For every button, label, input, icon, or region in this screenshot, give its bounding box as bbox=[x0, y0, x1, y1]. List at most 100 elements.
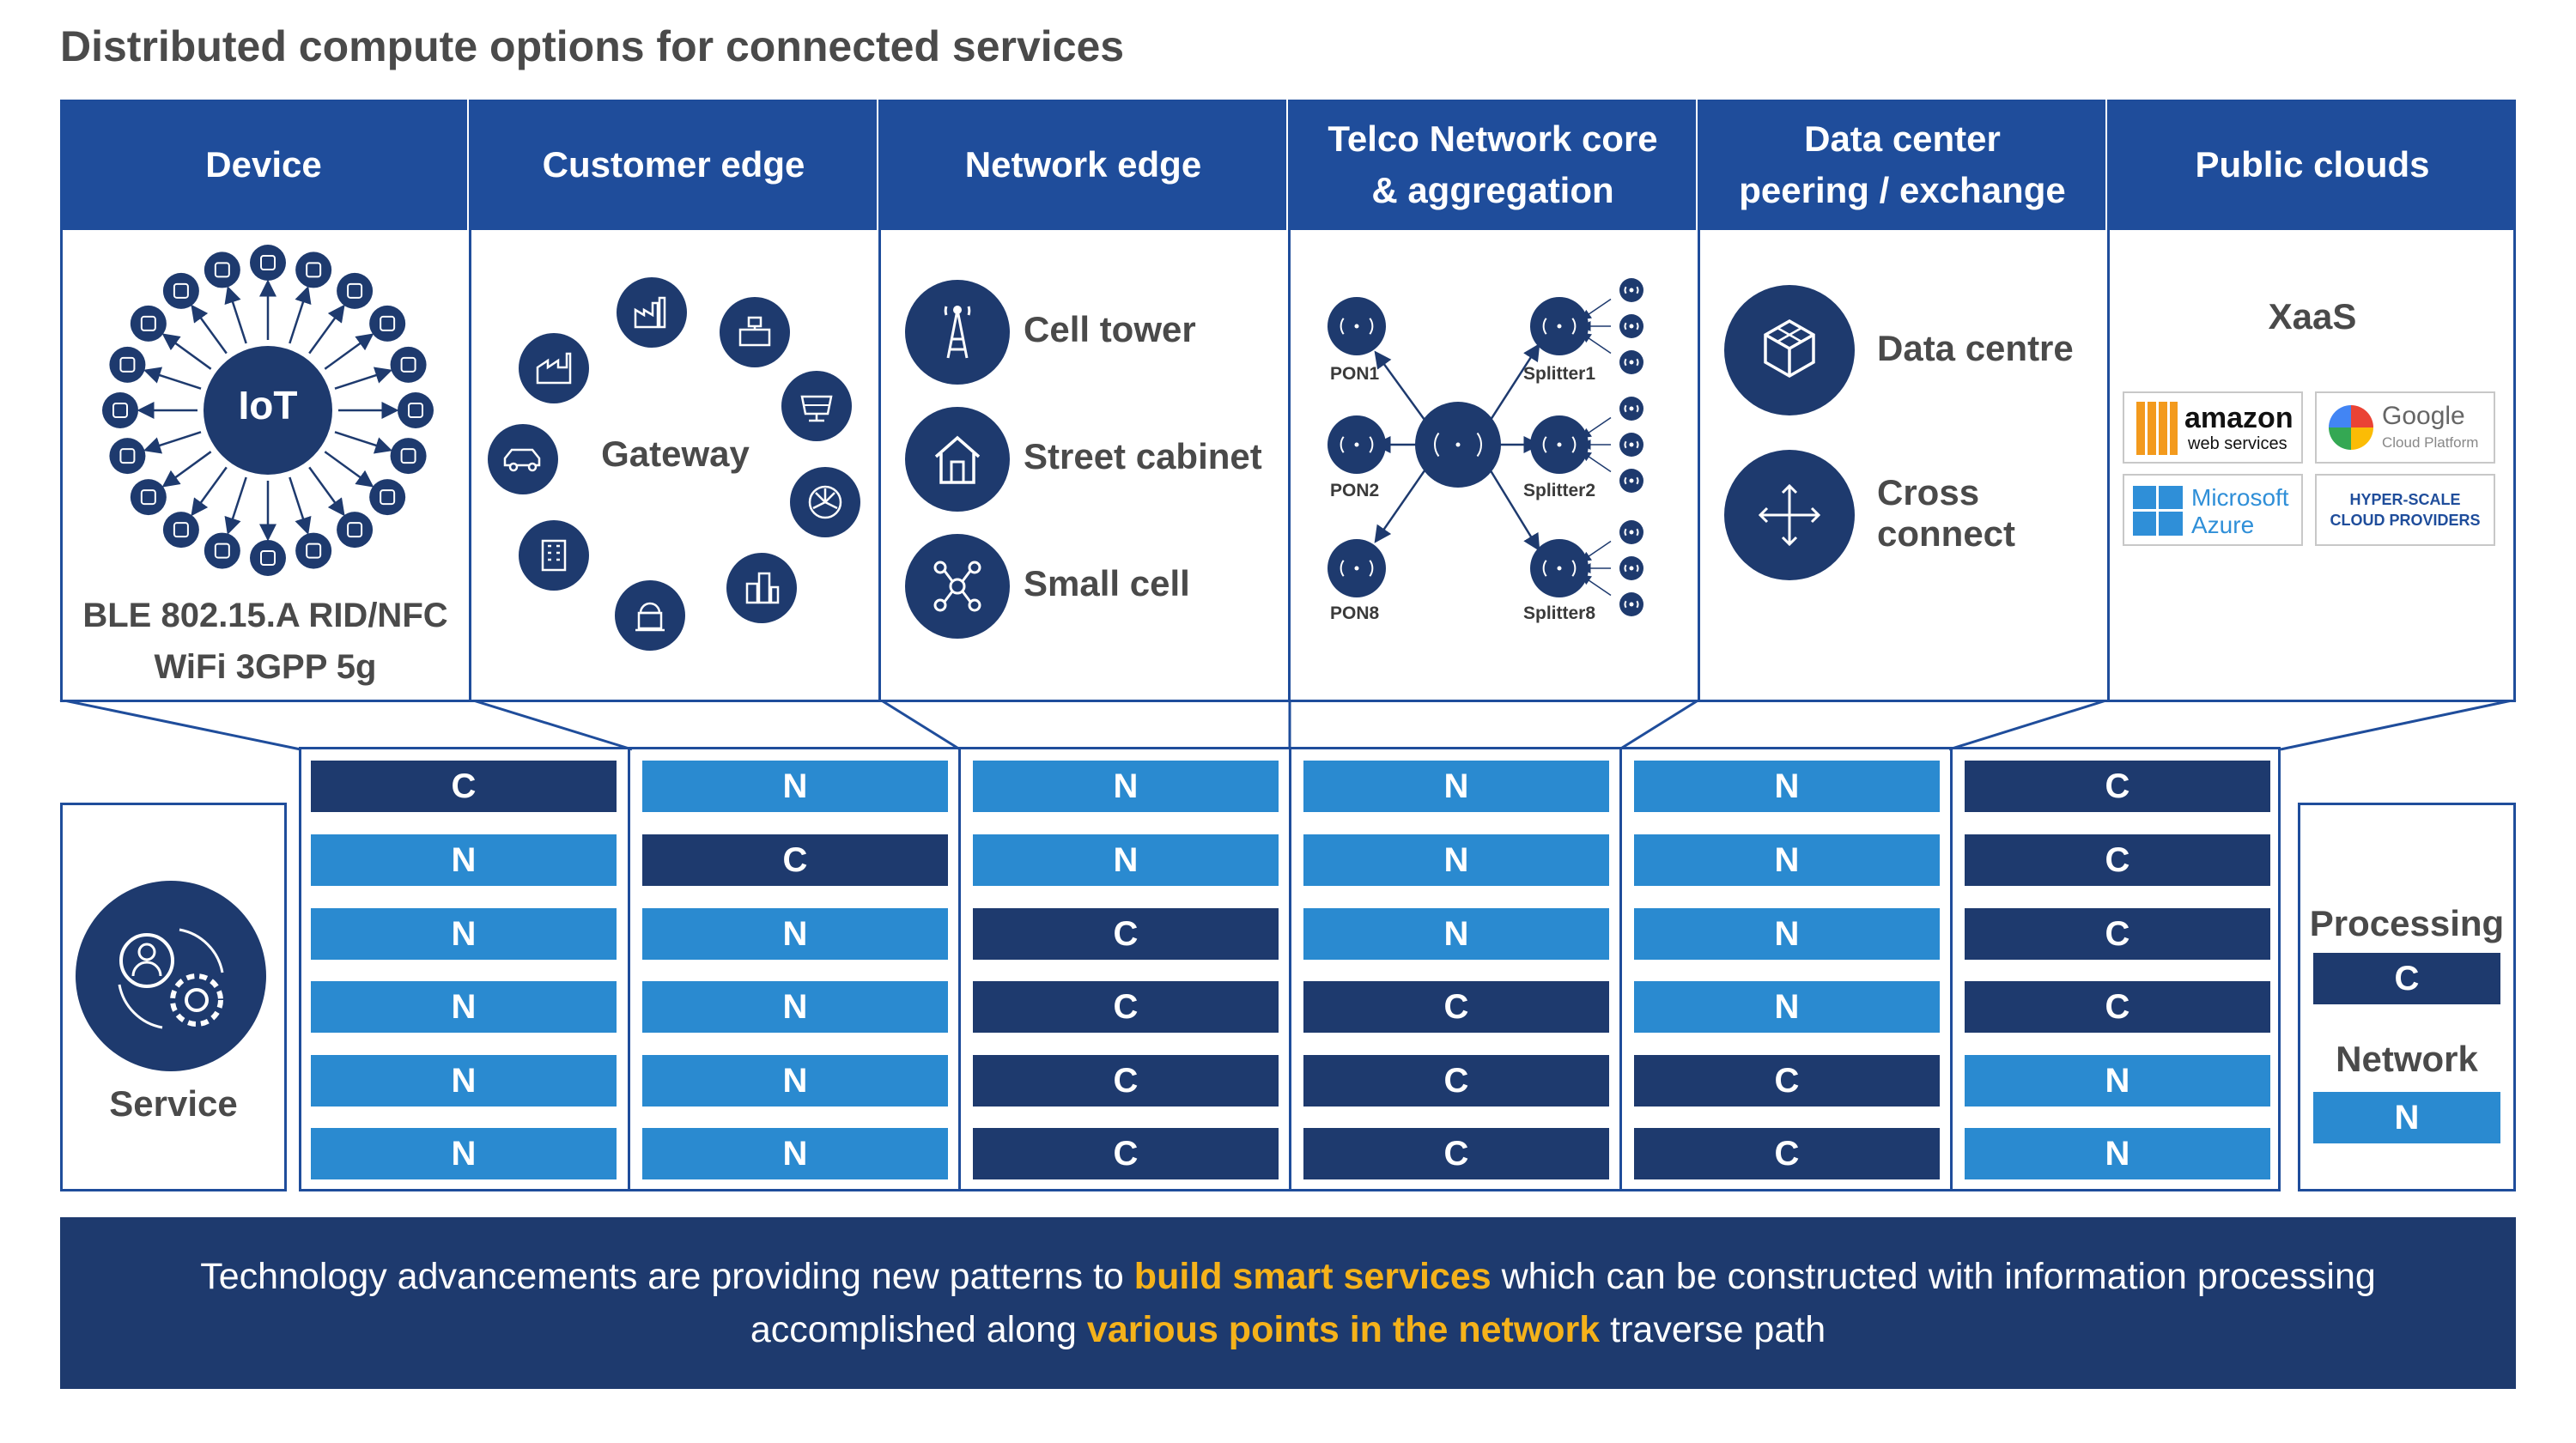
grid-cell-r2-c4: N bbox=[1303, 834, 1609, 886]
iot-link-arrow bbox=[289, 476, 312, 536]
signal-icon bbox=[1542, 436, 1577, 453]
iot-device-icon bbox=[295, 252, 332, 288]
iot-device-icon bbox=[102, 392, 138, 428]
pon-label: PON2 bbox=[1330, 481, 1380, 500]
factory-icon bbox=[617, 277, 687, 348]
iot-device-icon bbox=[109, 438, 146, 475]
office-building-icon bbox=[519, 520, 589, 591]
grid-cell-r1-c4: N bbox=[1303, 761, 1609, 812]
google-logo-subtext: Cloud Platform bbox=[2382, 434, 2479, 451]
iot-link-arrow bbox=[289, 285, 312, 344]
iot-device-icon bbox=[162, 272, 199, 309]
iot-device-glyph bbox=[140, 489, 156, 506]
signal-dot bbox=[1354, 442, 1359, 447]
divider bbox=[1698, 100, 1700, 702]
grid-cell-r5-c3: C bbox=[973, 1055, 1279, 1107]
column-header-telco-core: Telco Network core & aggregation bbox=[1290, 100, 1699, 230]
grid-cell-r6-c3: C bbox=[973, 1128, 1279, 1179]
signal-icon bbox=[1624, 404, 1639, 413]
splitter-label: Splitter1 bbox=[1523, 364, 1596, 384]
iot-device-glyph bbox=[380, 315, 396, 331]
google-cloud-hex-icon bbox=[2329, 405, 2373, 450]
service-box bbox=[60, 803, 287, 1191]
link-arrow bbox=[1374, 458, 1434, 543]
signal-dot bbox=[1629, 360, 1634, 365]
signal-icon bbox=[1624, 564, 1639, 573]
summary-line-2: accomplished along various points in the… bbox=[750, 1303, 1826, 1356]
grid-cell-r2-c5: N bbox=[1634, 834, 1940, 886]
data-centre-icon bbox=[1724, 285, 1855, 415]
iot-link-arrow bbox=[324, 333, 374, 370]
iot-device-glyph bbox=[119, 448, 136, 464]
google-cloud-logo: Google Cloud Platform bbox=[2315, 391, 2495, 464]
grid-cell-r6-c2: N bbox=[642, 1128, 948, 1179]
signal-dot bbox=[1354, 566, 1359, 571]
iot-link-arrow bbox=[143, 431, 202, 454]
signal-dot bbox=[1629, 478, 1634, 483]
grid-cell-r5-c5: C bbox=[1634, 1055, 1940, 1107]
iot-device-icon bbox=[295, 532, 332, 569]
splitter-label: Splitter8 bbox=[1523, 603, 1596, 623]
iot-link-arrow bbox=[224, 476, 247, 536]
signal-icon bbox=[1340, 318, 1374, 335]
network-edge-item-2: Street cabinet bbox=[1024, 436, 1262, 476]
iot-device-glyph bbox=[306, 262, 322, 278]
signal-dot bbox=[1557, 324, 1562, 329]
airport-icon bbox=[720, 297, 790, 367]
grid-cell-r1-c1: C bbox=[311, 761, 617, 812]
grid-cell-r2-c3: N bbox=[973, 834, 1279, 886]
network-edge-item-3: Small cell bbox=[1024, 563, 1190, 603]
iot-device-icon bbox=[398, 392, 434, 428]
grid-cell-r5-c2: N bbox=[642, 1055, 948, 1107]
summary-text: Technology advancements are providing ne… bbox=[200, 1256, 1134, 1297]
iot-device-glyph bbox=[173, 282, 189, 299]
iot-device-icon bbox=[390, 346, 427, 383]
iot-device-icon bbox=[369, 479, 406, 516]
microsoft-azure-logo: Microsoft Azure bbox=[2123, 474, 2303, 546]
grid-cell-r3-c5: N bbox=[1634, 908, 1940, 960]
device-protocols-line1: BLE 802.15.A RID/NFC bbox=[82, 597, 448, 634]
iot-device-icon bbox=[130, 479, 167, 516]
page-title: Distributed compute options for connecte… bbox=[60, 22, 1125, 70]
divider bbox=[1288, 100, 1291, 702]
signal-icon bbox=[1624, 286, 1639, 294]
iot-hub-label: IoT bbox=[238, 383, 298, 427]
grid-cell-r4-c6: C bbox=[1965, 981, 2270, 1033]
signal-icon bbox=[1542, 318, 1577, 335]
service-icon bbox=[76, 881, 266, 1071]
column-header-datacenter: Data center peering / exchange bbox=[1699, 100, 2109, 230]
turbine-icon bbox=[790, 467, 860, 537]
iot-link-arrow bbox=[191, 466, 228, 517]
divider bbox=[1950, 747, 1953, 1191]
signal-icon bbox=[1542, 560, 1577, 577]
signal-dot bbox=[1629, 530, 1634, 535]
signal-icon bbox=[1624, 358, 1639, 367]
signal-icon bbox=[1624, 476, 1639, 485]
iot-device-glyph bbox=[400, 356, 416, 373]
signal-dot bbox=[1354, 324, 1359, 329]
iot-link-arrow bbox=[224, 285, 247, 344]
azure-logo-text: Azure bbox=[2191, 512, 2255, 538]
iot-link-arrow bbox=[161, 451, 212, 488]
iot-link-arrow bbox=[191, 304, 228, 355]
summary-highlight: various points in the network bbox=[1086, 1309, 1601, 1350]
signal-dot bbox=[1455, 442, 1461, 447]
divider bbox=[1619, 747, 1622, 1191]
iot-device-icon bbox=[337, 272, 374, 309]
signal-dot bbox=[1629, 566, 1634, 571]
grid-cell-r3-c1: N bbox=[311, 908, 617, 960]
legend-processing-label: Processing bbox=[2309, 903, 2505, 943]
legend-box bbox=[2298, 803, 2516, 1191]
grid-cell-r3-c3: C bbox=[973, 908, 1279, 960]
city-buildings-icon bbox=[726, 553, 797, 623]
car-icon bbox=[488, 424, 558, 494]
summary-text: accomplished along bbox=[750, 1309, 1087, 1350]
amazon-web-services-logo: amazon web services bbox=[2123, 391, 2303, 464]
cell-tower-icon bbox=[905, 280, 1010, 385]
iot-device-glyph bbox=[173, 522, 189, 538]
grid-cell-r3-c6: C bbox=[1965, 908, 2270, 960]
summary-highlight: build smart services bbox=[1133, 1256, 1492, 1297]
street-cabinet-icon bbox=[905, 407, 1010, 512]
iot-link-arrow bbox=[324, 451, 374, 488]
signal-icon bbox=[1624, 440, 1639, 449]
